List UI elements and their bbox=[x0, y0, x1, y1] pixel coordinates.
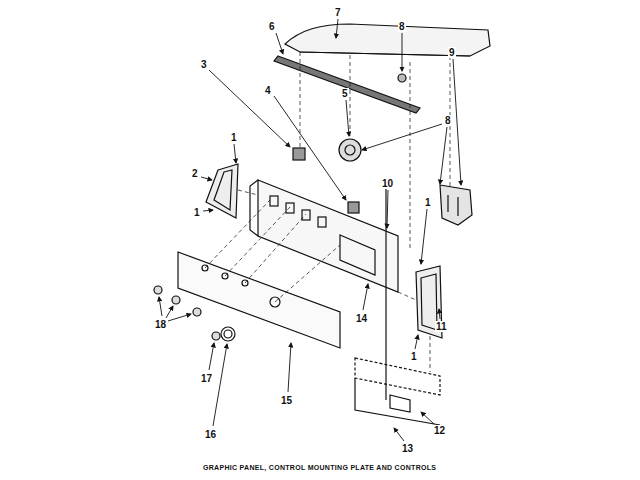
leader-line bbox=[415, 335, 418, 349]
callout-number: 8 bbox=[444, 115, 452, 126]
console-base bbox=[355, 378, 440, 425]
assembly-line bbox=[398, 292, 416, 300]
leader-line bbox=[336, 19, 338, 38]
control-mounting-plate bbox=[258, 180, 398, 292]
callout-number: 18 bbox=[154, 319, 167, 330]
screw bbox=[398, 74, 406, 82]
leader-line bbox=[209, 343, 214, 370]
callout-number: 10 bbox=[381, 178, 394, 189]
leader-line bbox=[362, 124, 442, 150]
callout-number: 1 bbox=[193, 207, 201, 218]
leader-line bbox=[159, 297, 162, 316]
leader-line bbox=[274, 96, 346, 200]
leader-line bbox=[363, 284, 368, 310]
assembly-lines bbox=[205, 52, 450, 372]
callout-number: 6 bbox=[268, 21, 276, 32]
assembly-line bbox=[275, 245, 340, 302]
leader-line bbox=[421, 412, 434, 424]
knob bbox=[172, 296, 180, 304]
switch bbox=[293, 148, 305, 160]
leader-line bbox=[234, 144, 236, 163]
callout-number: 16 bbox=[204, 429, 217, 440]
callout-number: 12 bbox=[433, 425, 446, 436]
callout-number: 13 bbox=[401, 443, 414, 454]
callout-number: 3 bbox=[200, 59, 208, 70]
callout-number: 2 bbox=[191, 168, 199, 179]
leader-line bbox=[346, 100, 349, 136]
plate-hole bbox=[286, 203, 294, 213]
ring bbox=[221, 327, 235, 341]
leader-line bbox=[394, 428, 404, 441]
callout-number: 11 bbox=[435, 321, 448, 332]
plate-hole bbox=[270, 196, 278, 206]
assembly-line bbox=[245, 214, 306, 283]
graphic-panel bbox=[178, 252, 340, 348]
leader-line bbox=[276, 33, 283, 54]
parts bbox=[154, 24, 490, 425]
callout-number: 1 bbox=[410, 351, 418, 362]
callout-number: 5 bbox=[341, 88, 349, 99]
callout-number: 4 bbox=[264, 85, 272, 96]
timer bbox=[339, 139, 361, 161]
leader-line bbox=[402, 33, 403, 71]
plate-hole bbox=[318, 217, 326, 227]
knob bbox=[193, 308, 201, 316]
top-cap-edge bbox=[300, 52, 470, 56]
leader-line bbox=[201, 177, 212, 180]
callout-number: 1 bbox=[424, 197, 432, 208]
callout-number: 8 bbox=[398, 21, 406, 32]
leader-lines bbox=[159, 19, 461, 441]
leader-line bbox=[168, 314, 191, 321]
assembly-line bbox=[238, 190, 258, 195]
end-cap-inner bbox=[214, 170, 232, 210]
callout-number: 15 bbox=[280, 395, 293, 406]
switch bbox=[348, 202, 359, 213]
assembly-line bbox=[205, 200, 270, 268]
plate-window bbox=[340, 235, 375, 275]
callout-number: 7 bbox=[334, 7, 342, 18]
caption: GRAPHIC PANEL, CONTROL MOUNTING PLATE AN… bbox=[203, 464, 436, 471]
knob bbox=[212, 332, 220, 340]
assembly-line bbox=[430, 336, 431, 372]
leader-line bbox=[387, 190, 388, 228]
leader-line bbox=[453, 59, 461, 185]
knob bbox=[154, 286, 162, 294]
leader-line bbox=[440, 127, 447, 184]
leader-line bbox=[213, 344, 227, 426]
callout-number: 14 bbox=[355, 313, 368, 324]
console-base bbox=[355, 358, 440, 395]
terminal-detail bbox=[448, 195, 458, 216]
leader-line bbox=[203, 210, 213, 211]
callout-number: 1 bbox=[230, 132, 238, 143]
leader-line bbox=[421, 209, 427, 264]
plate-hole bbox=[302, 210, 310, 220]
leader-line bbox=[166, 306, 173, 318]
ring-inner bbox=[224, 330, 232, 338]
top-cap bbox=[285, 24, 490, 56]
plate-flange bbox=[250, 180, 258, 236]
assembly-line bbox=[410, 62, 411, 250]
assembly-line bbox=[350, 55, 351, 139]
assembly-line bbox=[225, 207, 290, 276]
leader-line bbox=[209, 70, 290, 147]
callout-number: 9 bbox=[448, 47, 456, 58]
trim-strip bbox=[274, 56, 420, 113]
rod bbox=[385, 180, 386, 400]
callout-number: 17 bbox=[200, 373, 213, 384]
console-bracket bbox=[390, 395, 410, 412]
terminal-block bbox=[440, 185, 472, 225]
leader-line bbox=[288, 343, 291, 392]
timer-shaft bbox=[345, 145, 355, 155]
leader-line bbox=[439, 309, 440, 319]
